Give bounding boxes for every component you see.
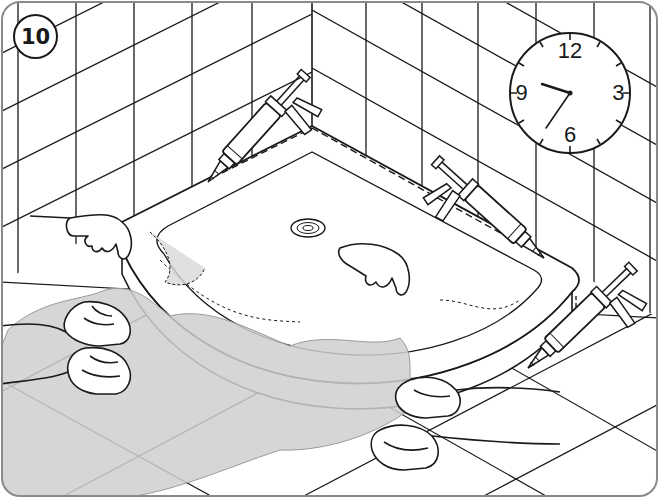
drain-grate: [297, 223, 319, 234]
silicone-gun: [520, 259, 657, 399]
hour-hand: [542, 84, 570, 93]
clock-numeral: 12: [558, 38, 582, 64]
tape-edge: [440, 300, 520, 309]
clock: [509, 32, 631, 154]
hand: [371, 425, 438, 470]
tape-strip: [150, 232, 205, 285]
clock-numeral: 6: [564, 122, 576, 148]
arm: [2, 324, 68, 384]
finger: [414, 390, 450, 397]
clock-numeral: 3: [612, 80, 624, 106]
silicone-gun: [407, 152, 551, 289]
drain: [291, 219, 325, 237]
hand: [67, 215, 132, 259]
finger: [82, 356, 120, 377]
clock-numeral: 9: [515, 80, 527, 106]
hand: [68, 348, 131, 394]
protective-sheet: [2, 288, 420, 496]
finger: [384, 442, 428, 450]
silicone-gun: [200, 66, 337, 210]
step-number: 10: [21, 25, 50, 49]
step-number-circle: 10: [13, 14, 58, 59]
hand: [396, 377, 461, 418]
clock-ticks: [511, 34, 629, 152]
hand: [64, 302, 130, 346]
clock-face: [509, 32, 631, 154]
hands: [2, 215, 560, 470]
clock-circle: 12 3 6 9: [509, 32, 631, 154]
arm: [432, 388, 560, 444]
arm: [30, 216, 70, 218]
finger: [84, 306, 114, 325]
hand: [339, 244, 410, 295]
clock-center: [568, 91, 573, 96]
drain-grate: [303, 226, 313, 231]
